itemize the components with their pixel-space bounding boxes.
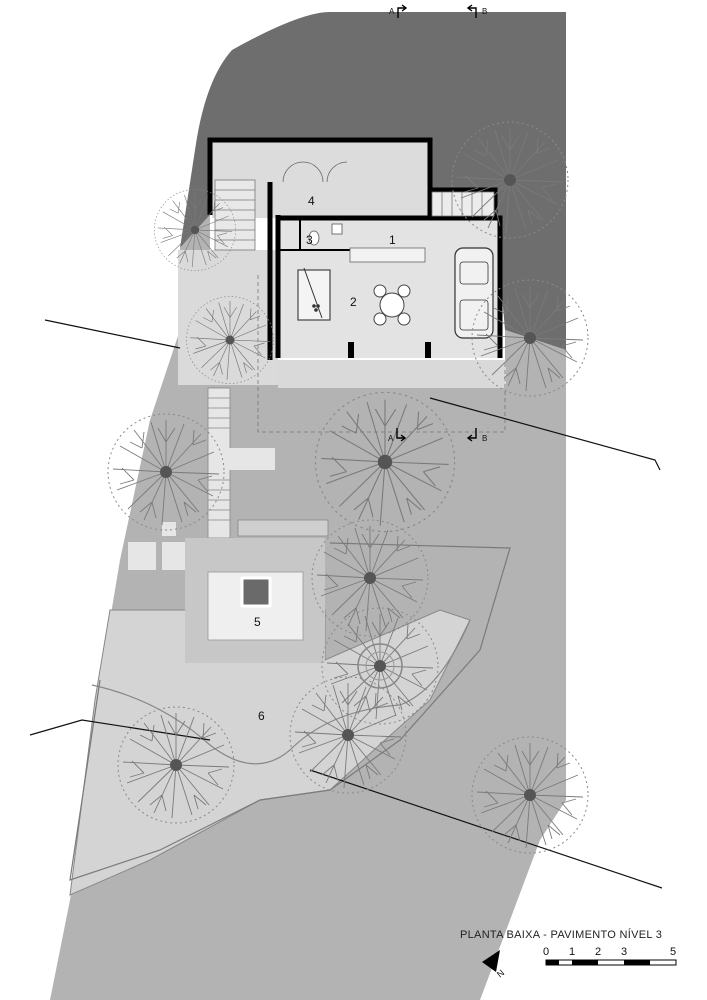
- svg-text:A: A: [389, 7, 395, 16]
- paver: [128, 542, 156, 570]
- stair-treads: [215, 189, 255, 241]
- lot-boundary-inner: [69, 542, 511, 881]
- upper-stair-treads: [441, 192, 483, 216]
- section-marker-b-top: B: [466, 4, 487, 18]
- toilet: [308, 230, 320, 246]
- section-marker-b-bottom: B: [466, 428, 487, 443]
- chair: [373, 284, 387, 298]
- room-number-1: 1: [389, 233, 396, 247]
- scale-bar: 0 1 2 3 5: [543, 946, 677, 966]
- round-table: [379, 292, 405, 318]
- room-number-5: 5: [254, 615, 261, 629]
- upper-stair: [431, 191, 495, 217]
- room-number-6: 6: [258, 709, 265, 723]
- fire-pit: [240, 576, 272, 608]
- svg-text:B: B: [482, 7, 487, 16]
- walkway-steps: [208, 397, 230, 521]
- section-marker-a-bottom: A: [388, 428, 407, 443]
- north-arrow-icon: N: [482, 950, 506, 980]
- room-number-3: 3: [306, 233, 313, 247]
- column-right: [425, 342, 431, 358]
- paver: [162, 522, 176, 536]
- room-number-2: 2: [350, 295, 357, 309]
- house-walls: [207, 137, 503, 360]
- front-terrace: [278, 360, 506, 388]
- sink: [331, 223, 343, 235]
- scale-label-0: 0: [543, 946, 549, 958]
- section-marker-a-top: A: [389, 4, 408, 18]
- terrain-dark-area: [180, 12, 566, 350]
- scale-label-3: 3: [621, 946, 627, 958]
- svg-text:N: N: [495, 968, 506, 980]
- room-number-4: 4: [308, 194, 315, 208]
- garden-path-curve: [91, 619, 471, 765]
- chair: [373, 312, 387, 326]
- chair: [397, 284, 411, 298]
- car: [454, 247, 494, 339]
- counter: [349, 247, 426, 263]
- interior-walls: [278, 217, 350, 251]
- svg-text:B: B: [482, 434, 487, 443]
- planter-ring: [357, 643, 403, 689]
- chair: [397, 312, 411, 326]
- door-swings: [282, 161, 348, 183]
- svg-text:A: A: [388, 434, 394, 443]
- landing: [225, 448, 275, 470]
- dashed-outline: [257, 275, 506, 433]
- pool-cue: [303, 267, 323, 319]
- column-left: [348, 342, 354, 358]
- section-line-a: [44, 319, 661, 471]
- drawing-title: PLANTA BAIXA - PAVIMENTO NÍVEL 3: [460, 928, 662, 941]
- scale-label-2: 2: [595, 946, 601, 958]
- scale-label-1: 1: [569, 946, 575, 958]
- bench: [237, 519, 329, 537]
- scale-label-5: 5: [670, 946, 676, 958]
